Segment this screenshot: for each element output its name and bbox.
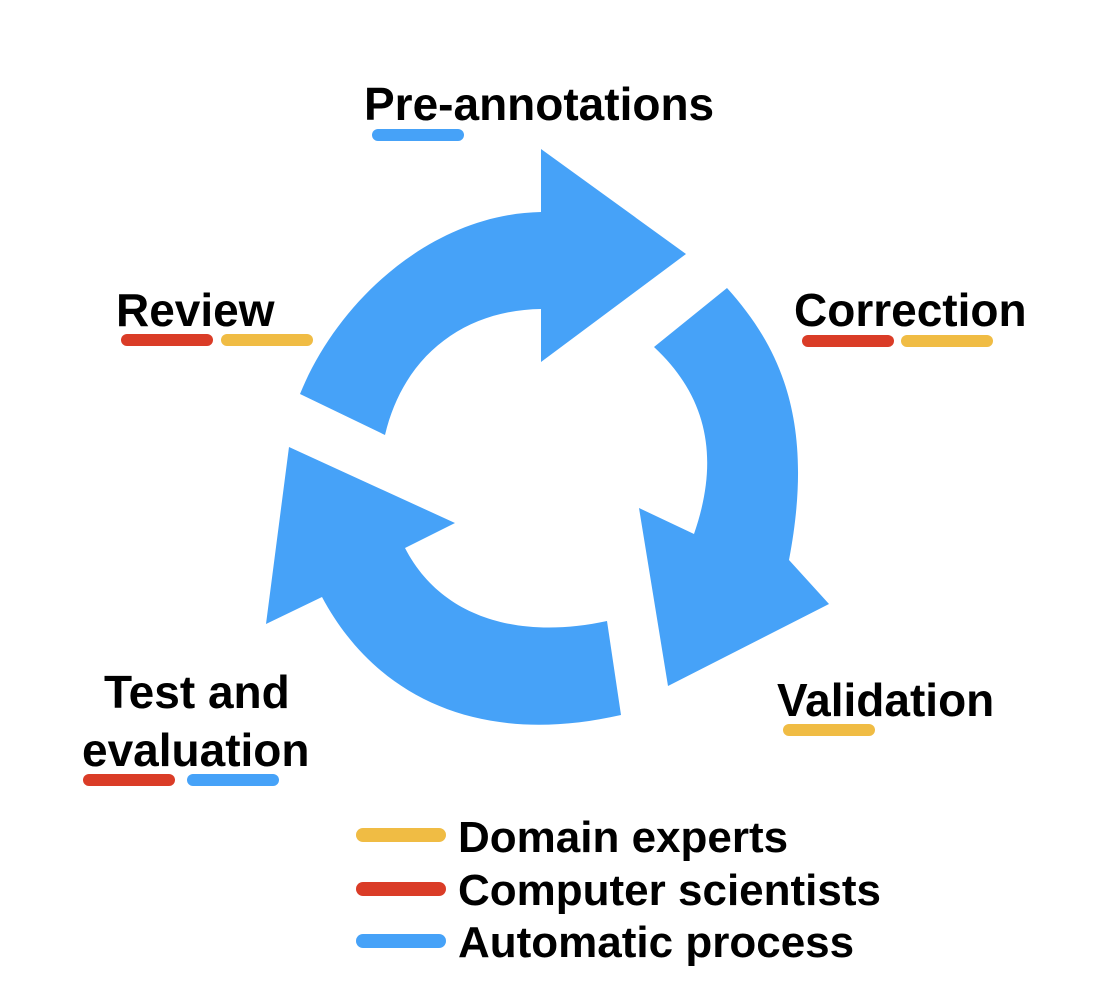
stage-label-validation: Validation	[777, 674, 994, 726]
legend-label-domain-experts: Domain experts	[458, 813, 788, 862]
stage-test-and-evaluation: Test and evaluation	[82, 666, 310, 786]
stage-review: Review	[116, 284, 313, 346]
legend-item-computer-scientists: Computer scientists	[356, 866, 881, 915]
stage-correction: Correction	[794, 284, 1027, 347]
top-arrow	[300, 149, 686, 435]
cycle-arrows	[266, 149, 829, 725]
stage-label-evaluation-line2: evaluation	[82, 724, 310, 776]
stage-label-correction: Correction	[794, 284, 1027, 336]
stage-label-review: Review	[116, 284, 275, 336]
left-arrow	[266, 447, 621, 725]
stage-label-test-and-line1: Test and	[104, 666, 290, 718]
legend-label-computer-scientists: Computer scientists	[458, 866, 881, 915]
right-arrow	[639, 288, 829, 686]
legend-item-domain-experts: Domain experts	[356, 813, 788, 862]
stage-validation: Validation	[777, 674, 994, 736]
stage-pre-annotations: Pre-annotations	[364, 78, 714, 141]
legend-item-automatic-process: Automatic process	[356, 918, 854, 967]
legend-label-automatic-process: Automatic process	[458, 918, 854, 967]
stage-label-pre-annotations: Pre-annotations	[364, 78, 714, 130]
legend: Domain experts Computer scientists Autom…	[356, 813, 881, 967]
